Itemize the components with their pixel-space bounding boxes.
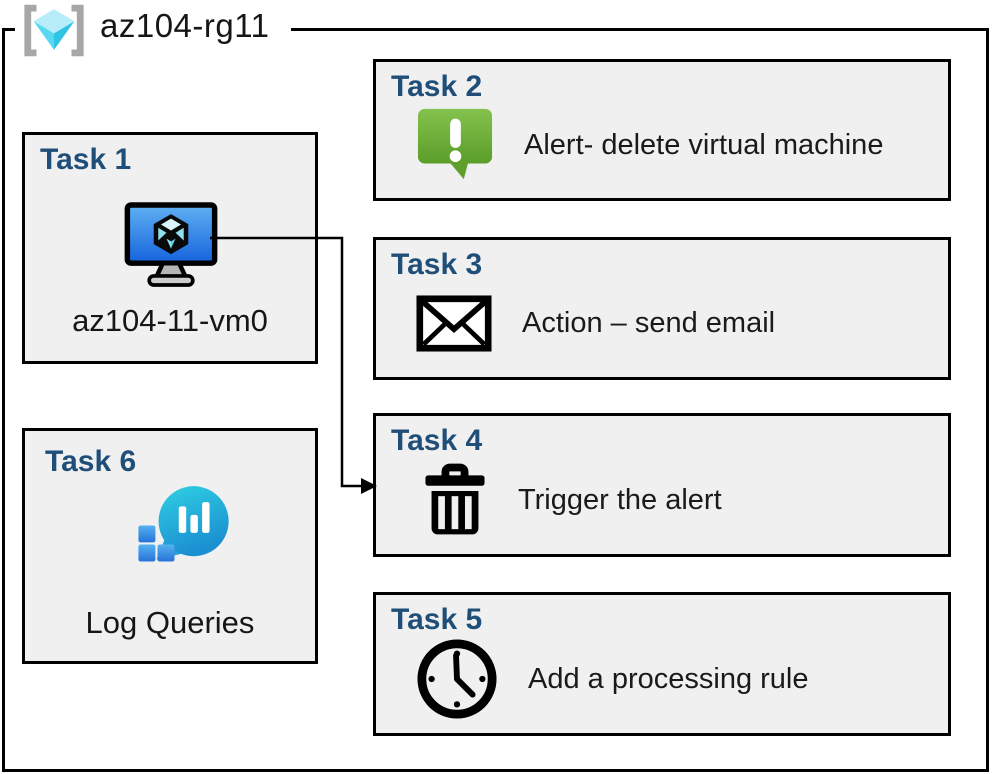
email-envelope-icon (416, 295, 492, 352)
task6-caption: Log Queries (85, 605, 255, 640)
task5-label: Task 5 (391, 603, 483, 636)
virtual-machine-icon (124, 202, 218, 287)
task3-box: Task 3 Action – send email (373, 237, 951, 380)
resource-group-icon (24, 4, 84, 57)
log-queries-icon (138, 486, 229, 562)
task1-vm-name: az104-11-vm0 (72, 303, 268, 338)
task2-box: Task 2 Alert- delete virtual machine (373, 59, 951, 201)
task1-box: Task 1 az104-11-vm0 (22, 132, 318, 364)
task1-label: Task 1 (40, 143, 132, 176)
resource-group-name: az104-rg11 (100, 7, 270, 44)
task4-text: Trigger the alert (518, 483, 722, 516)
trash-delete-icon (425, 463, 485, 534)
task4-box: Task 4 Trigger the alert (373, 413, 951, 557)
task3-text: Action – send email (522, 307, 776, 339)
task5-box: Task 5 Add a processing rule (373, 592, 951, 736)
task2-text: Alert- delete virtual machine (524, 128, 884, 161)
alert-message-icon (417, 108, 493, 180)
clock-icon (417, 639, 497, 719)
task2-label: Task 2 (391, 70, 483, 103)
task5-text: Add a processing rule (528, 662, 809, 695)
task4-label: Task 4 (391, 424, 483, 457)
task3-label: Task 3 (391, 248, 483, 281)
task6-label: Task 6 (45, 445, 137, 478)
task6-box: Task 6 Log Queries (22, 428, 318, 664)
